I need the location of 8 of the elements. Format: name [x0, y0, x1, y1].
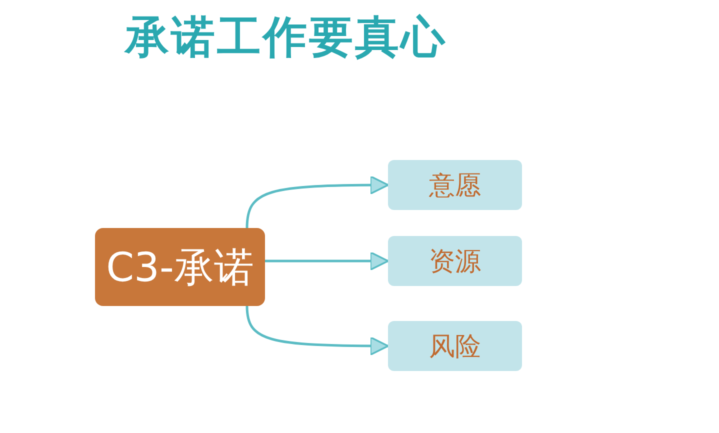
- concept-box: C3-承诺: [95, 228, 265, 306]
- title: 承诺工作要真心: [125, 11, 447, 65]
- arrow: [246, 306, 389, 356]
- topic-box: 资源: [388, 236, 522, 286]
- topic-box: 风险: [388, 321, 522, 371]
- arrow: [246, 175, 389, 228]
- arrow: [265, 251, 389, 271]
- topic-box: 意愿: [388, 160, 522, 210]
